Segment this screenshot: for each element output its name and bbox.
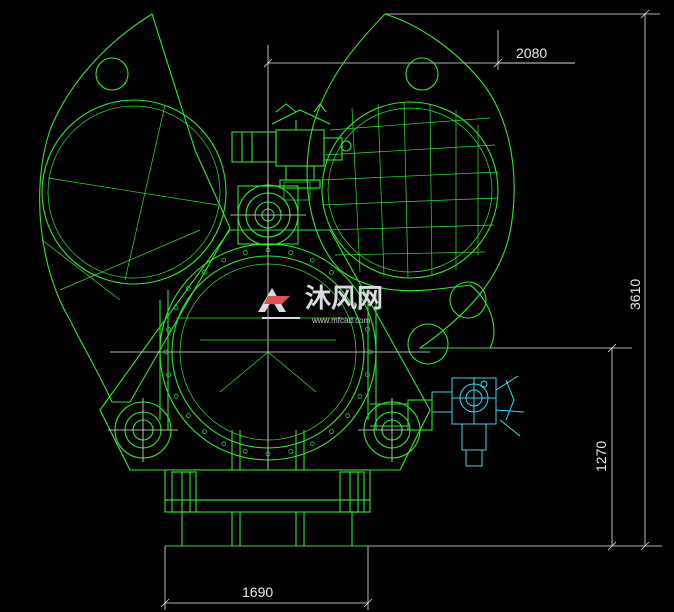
watermark-url: www.mfcad.com	[311, 316, 371, 325]
bolt-hole	[345, 286, 351, 291]
valve-body	[99, 229, 431, 471]
top-gearbox	[230, 180, 311, 252]
dimension-labels: 2080 3610 1270 1690	[242, 45, 643, 600]
grid-mesh	[321, 101, 499, 279]
bolt-hole	[345, 413, 351, 418]
dim-actuator-height: 1270	[593, 441, 609, 472]
bolt-hole	[202, 429, 207, 435]
bolt-hole	[309, 441, 315, 447]
top-actuator	[231, 103, 352, 189]
bolt-hole	[365, 326, 370, 332]
bolt-hole	[221, 257, 227, 263]
bolt-hole	[357, 393, 363, 399]
bolt-hole	[242, 449, 248, 454]
bolt-hole	[365, 372, 370, 378]
bolt-hole	[221, 441, 227, 447]
dim-top-width: 2080	[516, 45, 547, 61]
bolt-hole	[185, 286, 191, 291]
watermark: 沐风网 www.mfcad.com	[258, 284, 383, 325]
bolt-hole	[242, 250, 248, 255]
bolt-hole	[173, 305, 179, 311]
bolt-hole	[309, 257, 315, 263]
bolt-hole	[173, 393, 179, 399]
bolt-hole	[202, 269, 207, 275]
bolt-hole	[357, 305, 363, 311]
left-pivot-boss	[108, 398, 178, 462]
right-lobe	[306, 13, 515, 365]
watermark-logo-icon	[258, 288, 300, 319]
dimension-lines	[160, 9, 662, 610]
bolt-hole	[166, 372, 171, 378]
dim-base-width: 1690	[242, 584, 273, 600]
bolt-hole	[288, 250, 294, 255]
side-actuator	[370, 375, 525, 467]
bolt-hole	[329, 269, 334, 275]
dim-total-height: 3610	[627, 279, 643, 310]
bolt-hole	[288, 449, 294, 454]
bolt-hole	[166, 326, 171, 332]
base-stand	[164, 469, 371, 547]
bolt-hole	[185, 413, 191, 418]
bolt-hole	[329, 429, 334, 435]
left-lobe	[39, 13, 231, 403]
watermark-brand: 沐风网	[305, 284, 383, 314]
